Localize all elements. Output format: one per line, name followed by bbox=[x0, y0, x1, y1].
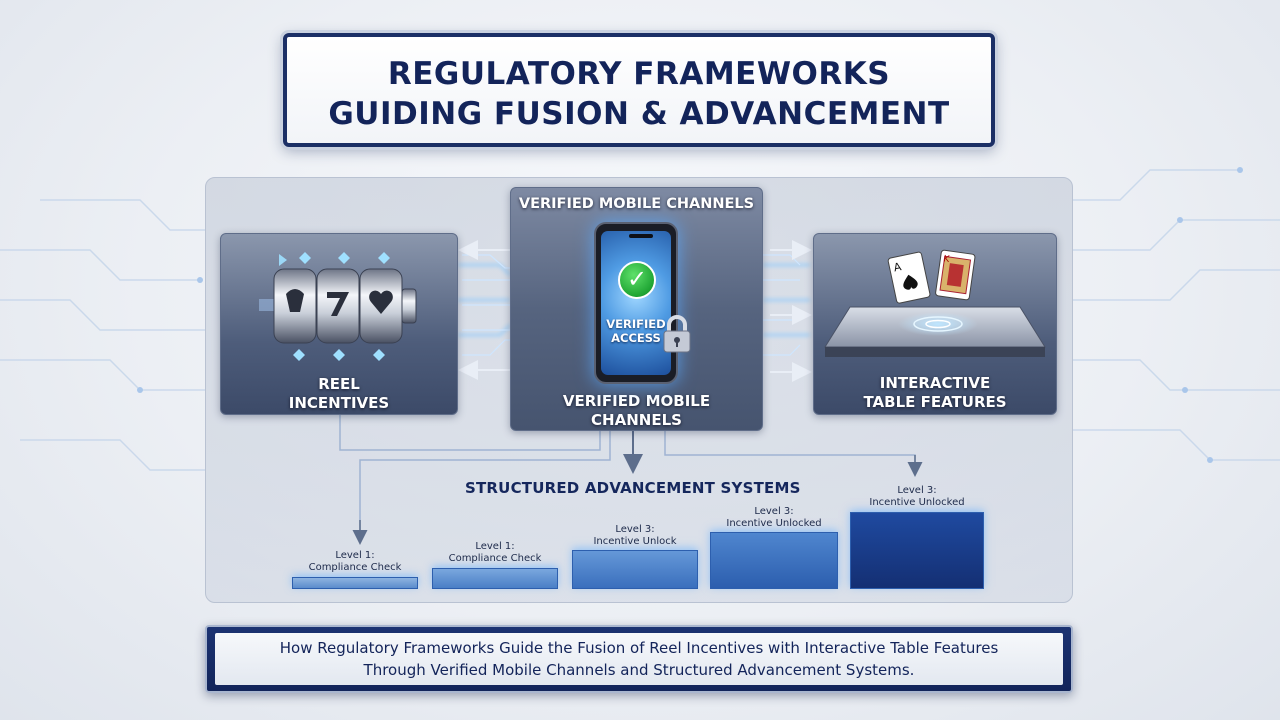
checkmark-icon: ✓ bbox=[618, 261, 656, 299]
table-label-line-1: INTERACTIVE bbox=[879, 374, 991, 392]
mobile-top-label: VERIFIED MOBILE CHANNELS bbox=[518, 196, 755, 212]
padlock-icon bbox=[663, 315, 691, 353]
reel-label-line-1: REEL bbox=[318, 375, 360, 393]
table-tablet-icon: A K bbox=[824, 249, 1046, 357]
playing-cards-icon: A bbox=[887, 251, 931, 304]
advancement-step-4 bbox=[710, 532, 838, 589]
advancement-step-label-5: Level 3:Incentive Unlocked bbox=[850, 485, 984, 509]
advancement-step-level: Level 1: bbox=[475, 541, 515, 552]
advancement-step-5 bbox=[850, 512, 984, 589]
mobile-bottom-label-line-1: VERIFIED MOBILE bbox=[562, 392, 711, 410]
phone-access-line: ACCESS bbox=[611, 331, 661, 345]
reel-label-line-2: INCENTIVES bbox=[288, 394, 390, 412]
structured-advancement-label: STRUCTURED ADVANCEMENT SYSTEMS bbox=[465, 479, 801, 497]
footer-caption-banner: How Regulatory Frameworks Guide the Fusi… bbox=[205, 625, 1073, 693]
title-line-1: REGULATORY FRAMEWORKS bbox=[387, 56, 891, 92]
advancement-step-description: Compliance Check bbox=[308, 562, 402, 573]
footer-caption-line-2: Through Verified Mobile Channels and Str… bbox=[363, 661, 915, 679]
table-label-line-2: TABLE FEATURES bbox=[863, 393, 1007, 411]
advancement-step-description: Incentive Unlocked bbox=[869, 497, 965, 508]
advancement-step-level: Level 3: bbox=[615, 524, 655, 535]
advancement-step-label-3: Level 3:Incentive Unlock bbox=[572, 524, 698, 548]
advancement-step-3 bbox=[572, 550, 698, 589]
mobile-bottom-label-line-2: CHANNELS bbox=[591, 411, 682, 429]
advancement-step-1 bbox=[292, 577, 418, 589]
advancement-step-2 bbox=[432, 568, 558, 589]
phone-notch bbox=[629, 234, 653, 238]
title-banner: REGULATORY FRAMEWORKS GUIDING FUSION & A… bbox=[283, 33, 995, 147]
phone-verified-line: VERIFIED bbox=[606, 317, 666, 331]
advancement-step-label-2: Level 1:Compliance Check bbox=[432, 541, 558, 565]
advancement-step-description: Compliance Check bbox=[448, 553, 542, 564]
svg-text:A: A bbox=[892, 260, 903, 274]
advancement-step-label-1: Level 1:Compliance Check bbox=[292, 550, 418, 574]
interactive-table-features-card: A K INTERACTIVE TABLE FEATURES bbox=[813, 233, 1057, 415]
svg-text:K: K bbox=[943, 254, 951, 265]
phone-screen: ✓ VERIFIED ACCESS bbox=[601, 231, 671, 375]
title-line-2: GUIDING FUSION & ADVANCEMENT bbox=[328, 96, 950, 132]
advancement-step-level: Level 1: bbox=[335, 550, 375, 561]
smartphone-icon: ✓ VERIFIED ACCESS bbox=[594, 222, 678, 384]
advancement-step-description: Incentive Unlocked bbox=[726, 518, 822, 529]
footer-caption-line-1: How Regulatory Frameworks Guide the Fusi… bbox=[279, 639, 999, 657]
footer-caption: How Regulatory Frameworks Guide the Fusi… bbox=[215, 633, 1063, 685]
advancement-step-level: Level 3: bbox=[754, 506, 794, 517]
advancement-step-description: Incentive Unlock bbox=[593, 536, 677, 547]
slot-reel-icon bbox=[259, 252, 417, 361]
reel-incentives-card: REEL INCENTIVES bbox=[220, 233, 458, 415]
advancement-step-label-4: Level 3:Incentive Unlocked bbox=[710, 506, 838, 530]
advancement-step-level: Level 3: bbox=[897, 485, 937, 496]
